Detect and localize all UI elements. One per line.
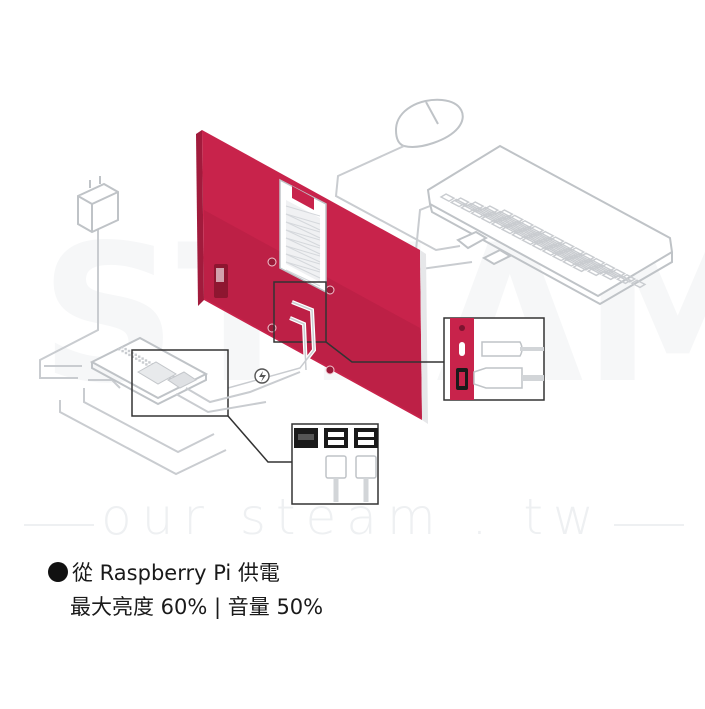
power-supply xyxy=(77,176,119,234)
pi-ports-callout xyxy=(291,423,379,505)
pi-cables xyxy=(59,388,227,476)
keyboard-usb-plug xyxy=(481,248,513,266)
mouse-usb-plug xyxy=(456,230,488,250)
watermark: our steam . tw xyxy=(0,488,705,548)
power-bolt-icon xyxy=(254,368,270,384)
display-stand xyxy=(279,178,327,294)
keyboard xyxy=(426,144,674,306)
caption-line-1: 從 Raspberry Pi 供電 xyxy=(72,561,280,585)
mouse-cable xyxy=(334,145,461,252)
leader-line-bottom xyxy=(227,415,292,463)
pi-usb-cables xyxy=(175,371,301,414)
display-port-highlight xyxy=(273,281,327,343)
caption: 從 Raspberry Pi 供電 最大亮度 60% | 音量 50% xyxy=(48,556,668,624)
caption-line-2: 最大亮度 60% | 音量 50% xyxy=(70,595,324,619)
leader-line-right xyxy=(325,341,444,363)
watermark-text: our steam . tw xyxy=(101,488,604,546)
display-ports-callout xyxy=(443,317,545,401)
raspberry-pi-board xyxy=(89,336,209,406)
keyboard-cable xyxy=(412,205,473,272)
mouse xyxy=(394,98,464,148)
pi-port-highlight xyxy=(131,349,229,417)
bullet-icon xyxy=(48,562,68,582)
